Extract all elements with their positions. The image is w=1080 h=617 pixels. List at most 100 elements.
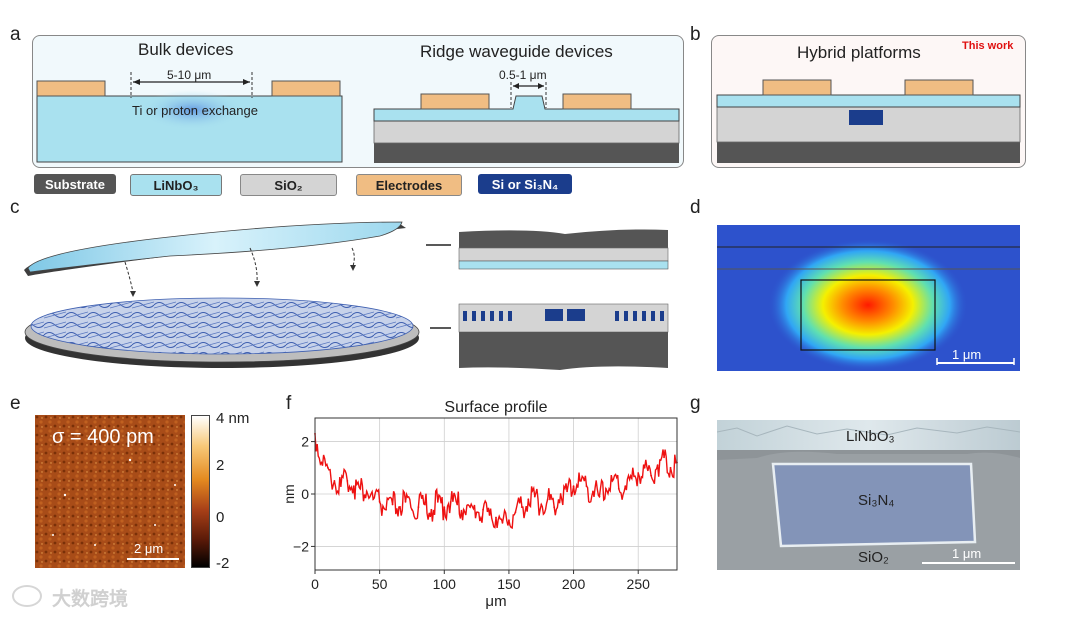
profile-point-45 [604, 487, 607, 490]
xtick-label-3: 150 [497, 576, 521, 592]
mode-scale-label: 1 μm [952, 347, 982, 362]
panel-label-d: d [690, 197, 701, 218]
sem-scale-label: 1 μm [952, 546, 982, 561]
profile-point-7 [359, 487, 362, 490]
bond-arrow-1 [124, 261, 134, 293]
legend-substrate: Substrate [34, 174, 116, 194]
ridge-gap-label: 0.5-1 μm [499, 68, 547, 82]
profile-point-42 [585, 485, 588, 488]
bond-arrow-2 [249, 247, 258, 283]
hybrid-waveguide [849, 110, 883, 125]
profile-point-39 [566, 490, 569, 493]
profile-point-44 [598, 495, 601, 498]
profile-point-16 [417, 506, 420, 509]
ridge-substrate [374, 143, 679, 163]
xsec-top-substrate [459, 229, 668, 248]
profile-point-20 [443, 506, 446, 509]
profile-point-19 [436, 500, 439, 503]
profile-point-40 [572, 485, 575, 488]
profile-point-11 [385, 508, 388, 511]
profile-point-27 [488, 514, 491, 516]
profile-point-47 [617, 487, 620, 490]
profile-point-46 [611, 479, 614, 482]
profile-point-28 [495, 516, 497, 519]
profile-point-26 [482, 508, 484, 511]
bulk-note: Ti or proton exchange [132, 103, 258, 118]
profile-point-43 [592, 490, 594, 493]
profile-point-31 [514, 511, 517, 514]
patterned-wafer [30, 297, 414, 355]
profile-point-6 [352, 485, 355, 488]
afm-colorbar [191, 415, 210, 568]
ytick-label-1: 0 [301, 486, 309, 502]
profile-point-50 [637, 472, 640, 474]
afm-scale-label: 2 μm [134, 541, 164, 556]
profile-point-55 [669, 466, 672, 469]
profile-point-8 [365, 490, 368, 493]
watermark-text: 大数跨境 [52, 589, 129, 610]
bulk-electrode-left [36, 80, 106, 97]
ridge-linbo3 [373, 95, 680, 122]
hybrid-substrate [717, 142, 1020, 163]
profile-point-32 [520, 506, 523, 509]
panel-b-diagram [716, 79, 1021, 163]
bulk-title: Bulk devices [138, 40, 234, 59]
legend-linbo3: LiNbO₃ [130, 174, 222, 196]
ytick-label-2: −2 [293, 538, 309, 554]
legend-sio2: SiO₂ [240, 174, 337, 196]
ridge-electrode-left [420, 93, 490, 110]
profile-point-17 [423, 503, 426, 506]
watermark-logo-icon [12, 585, 42, 607]
sem-sin-label: Si₃N₄ [858, 492, 895, 509]
chart-xlabel: μm [485, 593, 506, 610]
colorbar-tick-2: 2 [216, 457, 225, 474]
ytick-label-0: 2 [301, 434, 309, 450]
profile-point-30 [508, 519, 510, 522]
profile-point-25 [475, 511, 478, 514]
xtick-label-1: 50 [372, 576, 388, 592]
profile-point-15 [411, 508, 413, 511]
xtick-label-2: 100 [433, 576, 457, 592]
panel-e-afm [35, 415, 185, 568]
xtick-label-0: 0 [311, 576, 319, 592]
panel-d-mode-plot [717, 225, 1020, 371]
profile-point-1 [320, 461, 323, 464]
thin-film [27, 221, 403, 273]
profile-point-3 [333, 479, 336, 482]
profile-point-54 [663, 456, 665, 459]
hybrid-electrode-left [762, 79, 832, 96]
panel-c-diagram [24, 221, 669, 370]
hybrid-title: Hybrid platforms [797, 43, 921, 62]
colorbar-tick-4: 4 nm [216, 410, 250, 427]
profile-point-49 [630, 477, 633, 480]
profile-point-34 [533, 495, 536, 498]
profile-point-4 [339, 485, 342, 488]
colorbar-tick-0: 0 [216, 509, 225, 526]
profile-point-52 [650, 474, 653, 477]
legend-si-sin: Si or Si₃N₄ [478, 174, 572, 194]
profile-point-48 [624, 485, 627, 488]
panel-label-e: e [10, 393, 21, 414]
xtick-label-4: 200 [562, 576, 586, 592]
bulk-electrode-right [271, 80, 341, 97]
ridge-electrode-right [562, 93, 632, 110]
profile-point-18 [430, 508, 433, 511]
xsec-bottom-substrate [459, 332, 668, 370]
profile-point-51 [643, 466, 646, 469]
panel-g-sem [717, 420, 1020, 570]
profile-point-23 [462, 508, 465, 511]
profile-point-21 [449, 500, 452, 503]
legend-electrodes: Electrodes [356, 174, 462, 196]
bulk-gap-label: 5-10 μm [167, 68, 212, 82]
profile-point-13 [398, 506, 400, 509]
sem-linbo3-label: LiNbO₃ [846, 428, 895, 445]
profile-point-37 [553, 506, 556, 509]
profile-point-9 [372, 498, 375, 501]
profile-point-53 [656, 464, 659, 467]
profile-point-24 [469, 506, 472, 509]
profile-point-35 [540, 503, 543, 506]
this-work-badge: This work [962, 40, 1014, 52]
chart-ylabel: nm [281, 484, 297, 503]
profile-point-38 [559, 493, 562, 495]
